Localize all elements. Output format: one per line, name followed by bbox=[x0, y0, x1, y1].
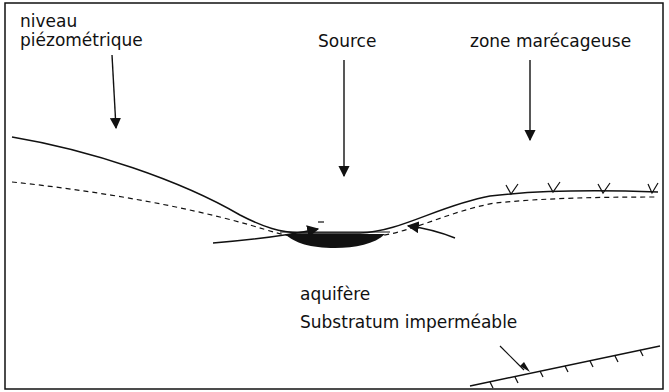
dash-mark bbox=[318, 221, 324, 222]
aquifer-label: aquifère bbox=[300, 285, 370, 304]
marsh-label: zone marécageuse bbox=[470, 32, 631, 51]
leader-arrow bbox=[529, 60, 530, 140]
water-table-label: niveau piézométrique bbox=[20, 12, 150, 49]
water-table bbox=[12, 182, 658, 237]
marsh-tufts bbox=[506, 182, 658, 194]
impermeable-substratum bbox=[470, 346, 660, 388]
flow-arrow bbox=[408, 226, 455, 238]
substratum-label: Substratum imperméable bbox=[300, 313, 517, 332]
spring-water bbox=[285, 234, 385, 248]
spring-label: Source bbox=[318, 32, 376, 51]
flow-arrow bbox=[213, 229, 318, 243]
ground-surface bbox=[12, 137, 658, 233]
frame bbox=[5, 3, 663, 389]
leader-arrow bbox=[343, 60, 344, 176]
leader-arrow bbox=[112, 55, 116, 128]
